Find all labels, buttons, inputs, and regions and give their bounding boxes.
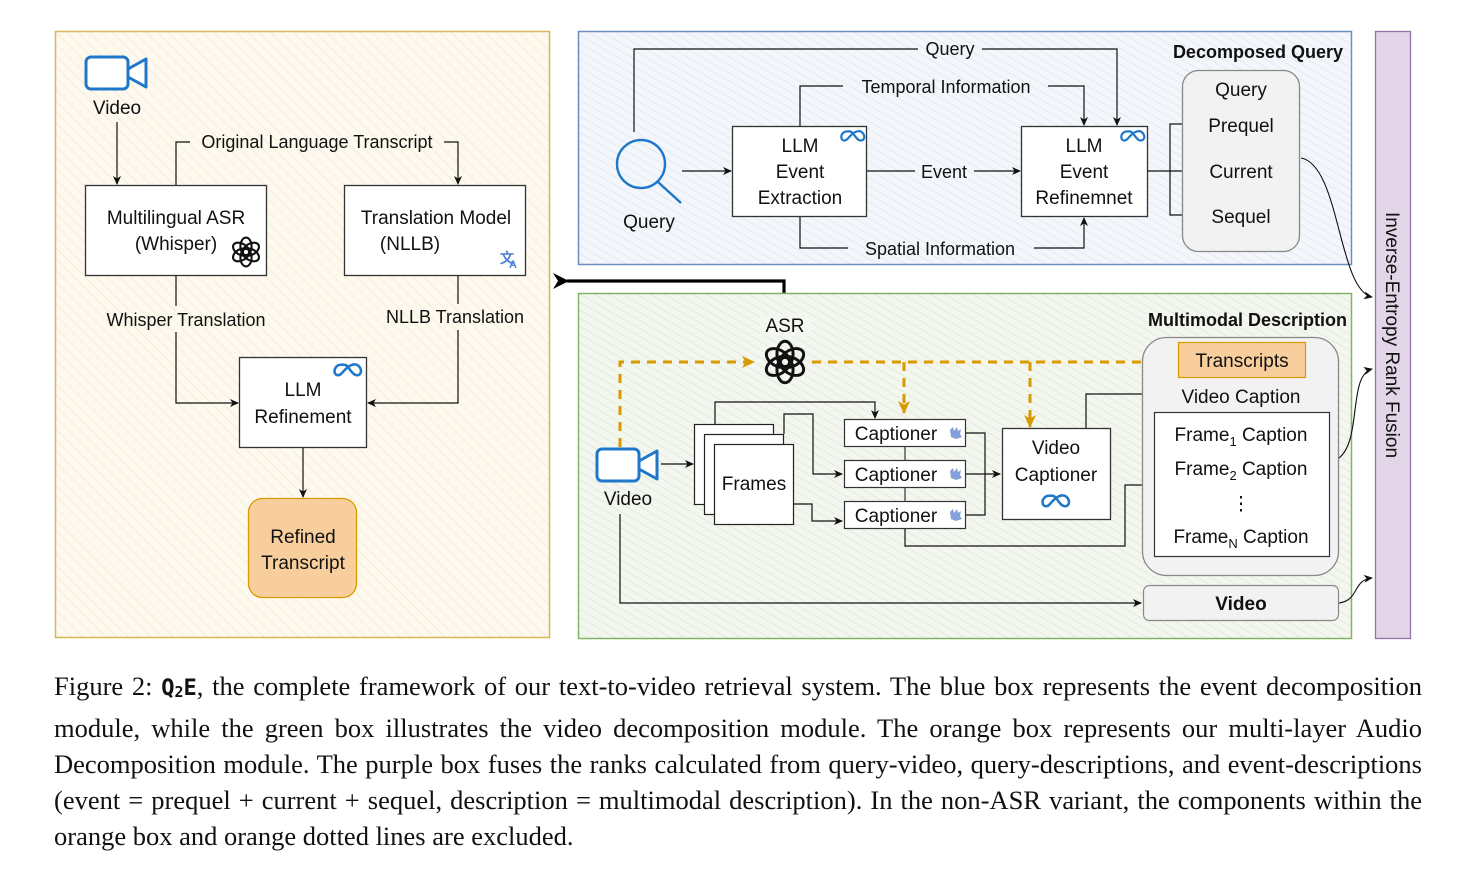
system-name: Q2E — [161, 676, 197, 701]
translation-box-line2: (NLLB) — [380, 234, 440, 255]
extraction-line1: LLM — [782, 136, 819, 157]
edge-nllb-translation-label: NLLB Translation — [386, 307, 524, 327]
video-output-box[interactable] — [1142, 584, 1340, 622]
edge-query-label: Query — [925, 39, 974, 59]
refinement-line2: Event — [1060, 162, 1109, 183]
edge-event-label: Event — [921, 162, 967, 182]
frame-caption-1: Frame1 Caption — [1175, 425, 1308, 449]
frame-caption-2: Frame2 Caption — [1175, 459, 1308, 483]
edge-frame-to-captioner-3 — [794, 503, 843, 525]
rank-fusion-label: Inverse-Entropy Rank Fusion — [1381, 212, 1402, 458]
edge-original-transcript — [175, 141, 458, 185]
audio-video-label: Video — [93, 98, 141, 119]
edge-original-transcript-label: Original Language Transcript — [201, 132, 432, 152]
asr-box-line1: Multilingual ASR — [107, 208, 245, 229]
translation-model-box[interactable] — [343, 184, 527, 277]
video-source-label: Video — [604, 489, 652, 510]
caption-prefix: Figure 2: — [54, 671, 162, 701]
decomposed-query-box[interactable] — [1181, 69, 1301, 253]
frame-captions-box[interactable] — [1153, 411, 1331, 558]
edge-whisper-translation — [175, 276, 238, 403]
video-caption-label: Video Caption — [1181, 387, 1300, 408]
decomposed-query-title: Query — [1215, 80, 1267, 101]
output-sequel: Sequel — [1211, 207, 1270, 228]
captioner-label: Captioner — [855, 506, 938, 527]
audio-decomposition-module: Video Original Language Transcript Multi… — [54, 30, 551, 639]
search-icon — [615, 138, 682, 204]
query-label: Query — [623, 212, 675, 233]
rank-fusion-box[interactable] — [1374, 30, 1412, 640]
llm-refinement-box[interactable] — [238, 356, 368, 449]
edge-nllb-translation — [368, 276, 459, 403]
svg-text:A: A — [509, 259, 517, 271]
video-captioner-line2: Captioner — [1015, 465, 1098, 486]
captioner-1[interactable]: Captioner — [843, 418, 967, 448]
orange-dashed-asr-edges — [618, 356, 1172, 447]
edge-frame-to-captioner-2 — [783, 413, 843, 478]
llm-refinement-line2: Refinement — [254, 407, 352, 428]
refinement-line1: LLM — [1066, 136, 1103, 157]
video-output-label: Video — [1215, 594, 1266, 615]
output-prequel: Prequel — [1208, 116, 1274, 137]
captioner-label: Captioner — [855, 424, 938, 445]
video-module-title: Multimodal Description — [1148, 310, 1347, 330]
translate-icon: 文 A — [500, 250, 517, 271]
edge-spatial-label: Spatial Information — [865, 239, 1015, 259]
video-decomposition-module: Multimodal Description ASR Video Frames — [577, 292, 1353, 640]
caption-text: , the complete framework of our text-to-… — [54, 671, 1422, 851]
transcripts-label: Transcripts — [1195, 351, 1288, 372]
edge-temporal-information — [799, 85, 1084, 126]
edge-query-bypass — [633, 48, 1117, 132]
edge-video-to-output — [619, 514, 1142, 607]
refined-transcript-box[interactable] — [247, 497, 358, 599]
frames-label: Frames — [722, 474, 786, 495]
system-name-e: E — [183, 676, 197, 701]
edge-frame-to-captioner-1 — [714, 401, 879, 424]
edge-captioners-to-video-captioner — [966, 432, 1000, 516]
frames-box[interactable] — [713, 443, 795, 526]
event-decomposition-module: Decomposed Query Query Query LLM Event E… — [577, 30, 1353, 266]
query-module-title: Decomposed Query — [1173, 42, 1343, 62]
frame-caption-n: FrameN Caption — [1173, 527, 1308, 551]
video-captioner-box[interactable] — [1001, 427, 1112, 521]
refined-transcript-line1: Refined — [270, 527, 336, 548]
video-captioner-line1: Video — [1032, 438, 1080, 459]
edge-captioners-to-frame-captions — [904, 481, 1153, 547]
svg-text:文: 文 — [500, 250, 515, 266]
output-current: Current — [1209, 162, 1273, 183]
refinement-line3: Refinemnet — [1035, 188, 1133, 209]
captioner-label: Captioner — [855, 465, 938, 486]
fusion-edges — [1300, 157, 1373, 604]
edge-spatial-information — [799, 217, 1084, 249]
refined-transcript-line2: Transcript — [261, 553, 345, 574]
frame-caption-ellipsis: ⋮ — [1232, 494, 1251, 515]
edge-temporal-label: Temporal Information — [861, 77, 1030, 97]
system-name-q: Q — [161, 676, 175, 701]
captioner-3[interactable]: Captioner — [843, 500, 967, 530]
captioner-2[interactable]: Captioner — [843, 459, 967, 489]
framework-diagram: Video Original Language Transcript Multi… — [54, 30, 1412, 640]
extraction-line2: Event — [776, 162, 825, 183]
transcripts-box[interactable] — [1177, 341, 1307, 379]
translation-box-line1: Translation Model — [361, 208, 511, 229]
asr-label-bg — [760, 314, 810, 336]
llm-event-refinement-box[interactable] — [1020, 125, 1149, 218]
asr-label: ASR — [765, 316, 804, 337]
edge-video-captioner-to-caption — [1085, 390, 1164, 428]
edge-whisper-translation-label: Whisper Translation — [106, 310, 265, 330]
system-name-sub: 2 — [174, 683, 184, 701]
figure-caption: Figure 2: Q2E, the complete framework of… — [54, 668, 1422, 854]
asr-box-line2: (Whisper) — [135, 234, 217, 255]
llm-refinement-line1: LLM — [285, 380, 322, 401]
extraction-line3: Extraction — [758, 188, 842, 209]
